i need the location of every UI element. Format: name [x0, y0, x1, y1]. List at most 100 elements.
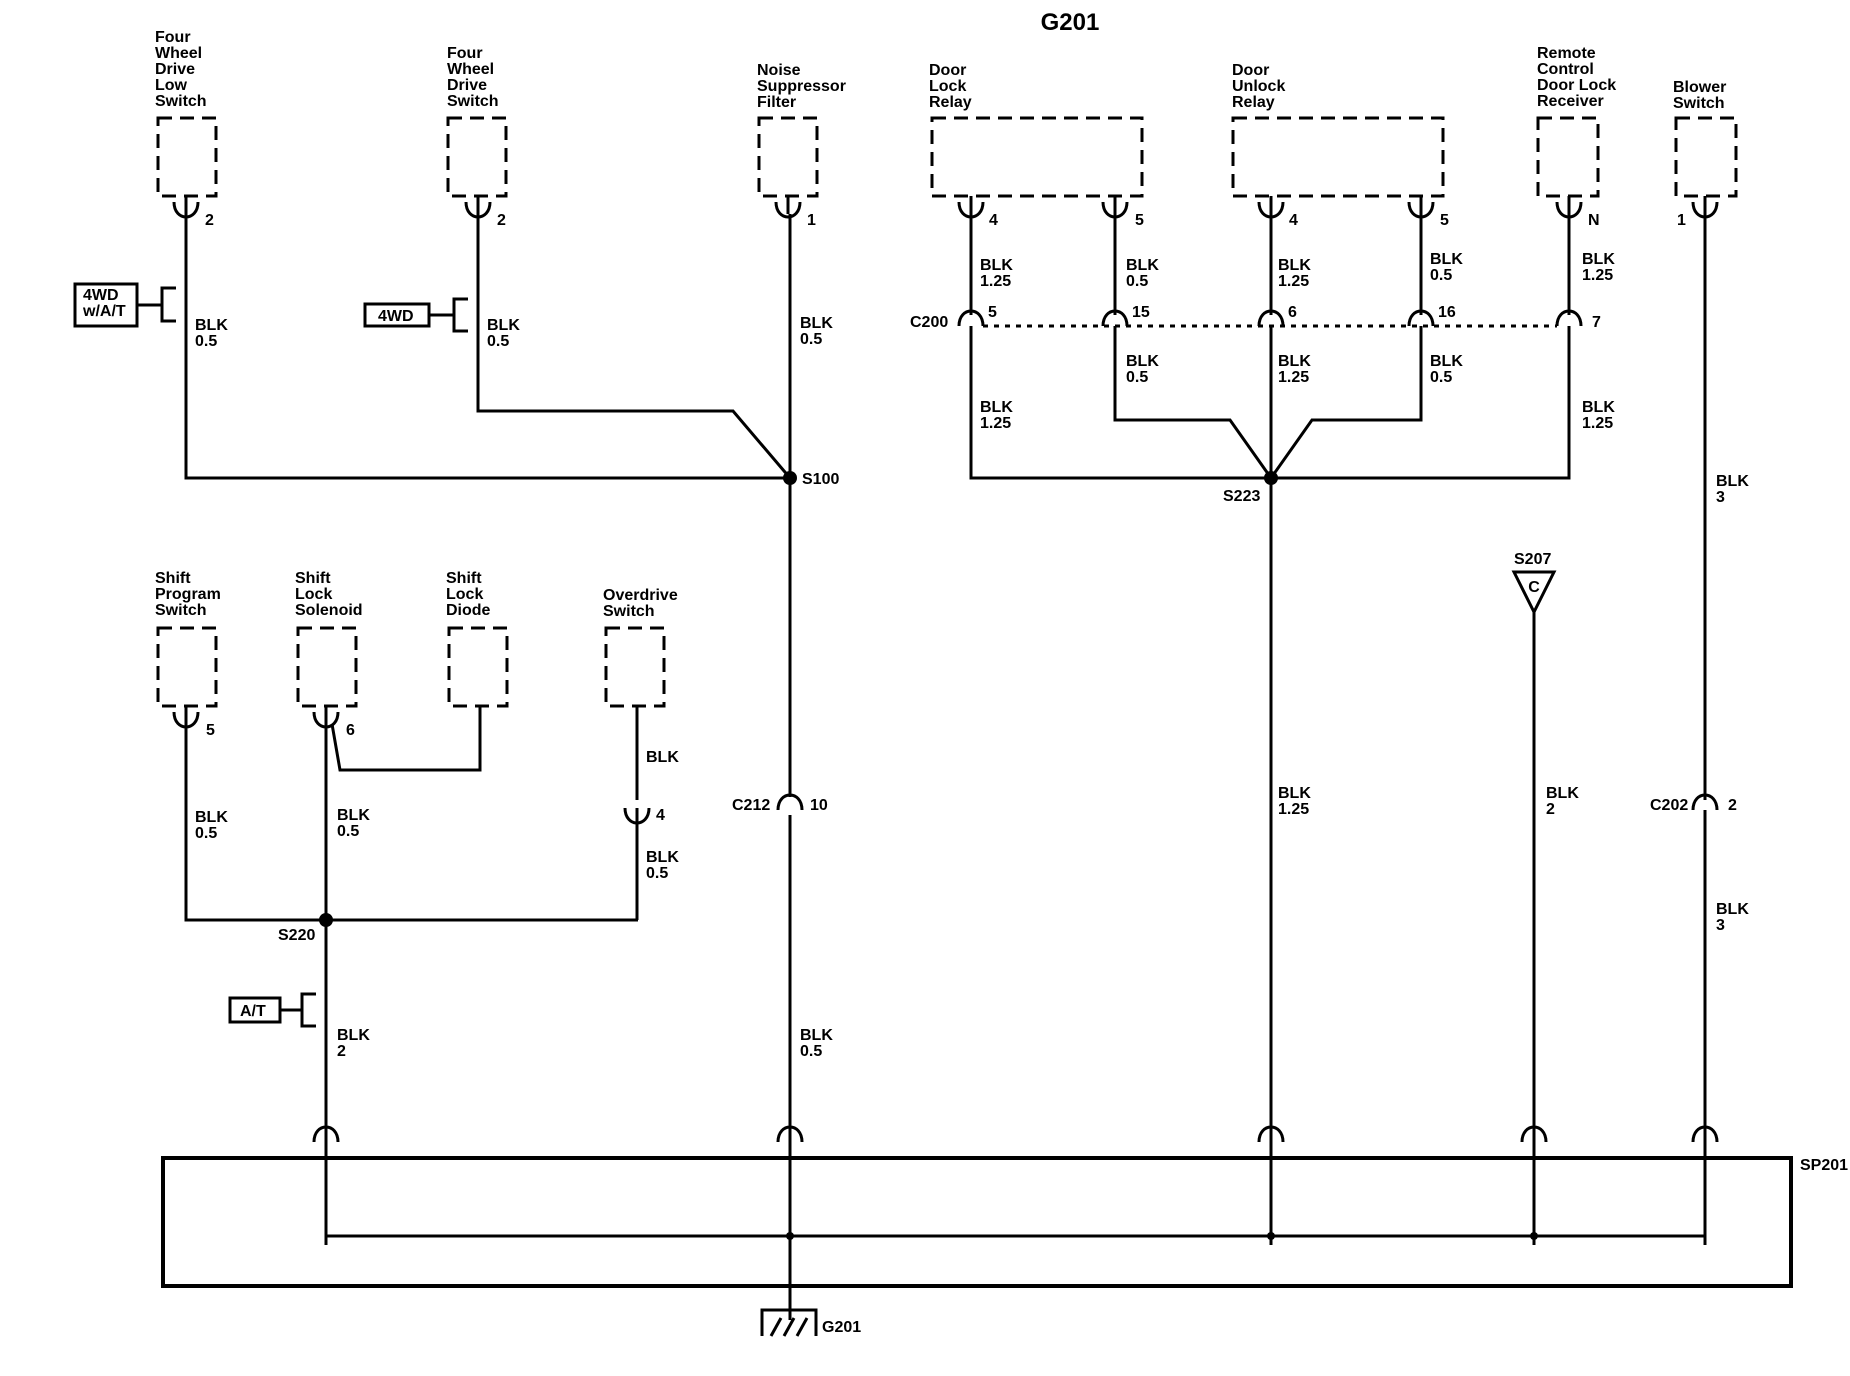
sp201-term-5 [1691, 1125, 1719, 1143]
pin-c200-b: 15 [1132, 304, 1150, 321]
sp201-term-4 [1520, 1125, 1548, 1143]
terminal-unlock-a: 4 [1257, 196, 1298, 229]
sp201-box [161, 1156, 1793, 1288]
box-four-wheel-drive-switch [446, 116, 508, 198]
pin-c200-e: 7 [1592, 314, 1601, 331]
terminal-fwd-low: 2 [172, 196, 214, 229]
box-door-unlock-relay [1231, 116, 1445, 198]
option-label-4wd: 4WD [378, 308, 414, 325]
pin-overdrive: 4 [656, 807, 665, 824]
splice-s207: S207 [1514, 551, 1551, 568]
splice-s220: S220 [278, 927, 315, 944]
c202-term [1691, 793, 1719, 811]
pin-fwd-low: 2 [205, 212, 214, 229]
c200-term-a [957, 309, 985, 327]
pin-c200-a: 5 [988, 304, 997, 321]
splice-dot-s100 [783, 471, 797, 485]
terminal-noise: 1 [774, 196, 816, 229]
box-shift-lock-diode [447, 626, 509, 708]
pin-c200-d: 16 [1438, 304, 1456, 321]
s207-triangle [1511, 570, 1557, 616]
option-label-at: A/T [240, 1003, 266, 1020]
pin-c200-c: 6 [1288, 304, 1297, 321]
splice-pack-sp201: SP201 [161, 1125, 1848, 1320]
pin-lock-b: 5 [1135, 212, 1144, 229]
pin-shift-sol: 6 [346, 722, 355, 739]
ground-g201: G201 [760, 1308, 861, 1337]
terminal-remote: N [1555, 196, 1600, 229]
splice-dot-s220 [319, 913, 333, 927]
box-overdrive-switch [604, 626, 666, 708]
pin-blower: 1 [1677, 212, 1686, 229]
box-noise-suppressor-filter [757, 116, 819, 198]
splice-sp201: SP201 [1800, 1157, 1848, 1174]
pin-fwd: 2 [497, 212, 506, 229]
splice-s223: S223 [1223, 488, 1260, 505]
box-shift-program-switch [156, 626, 218, 708]
diagram-title: G201 [1041, 9, 1100, 36]
pin-unlock-a: 4 [1289, 212, 1298, 229]
pin-noise: 1 [807, 212, 816, 229]
splice-dot-s223 [1264, 471, 1278, 485]
pin-c202: 2 [1728, 797, 1737, 814]
pin-remote: N [1588, 212, 1600, 229]
box-door-lock-relay [930, 116, 1144, 198]
pin-c212: 10 [810, 797, 828, 814]
c200-term-b [1101, 309, 1129, 327]
sp201-term-3 [1257, 1125, 1285, 1143]
terminal-blower: 1 [1677, 196, 1719, 229]
s207-letter: C [1528, 579, 1540, 596]
option-at: A/T [228, 992, 316, 1028]
sp201-term-1 [312, 1125, 340, 1143]
ground-symbol [760, 1308, 818, 1336]
ground-label: G201 [822, 1319, 861, 1336]
box-shift-lock-solenoid [296, 626, 358, 708]
box-blower-switch [1674, 116, 1738, 198]
c200-term-d [1407, 309, 1435, 327]
terminal-lock-b: 5 [1101, 196, 1144, 229]
